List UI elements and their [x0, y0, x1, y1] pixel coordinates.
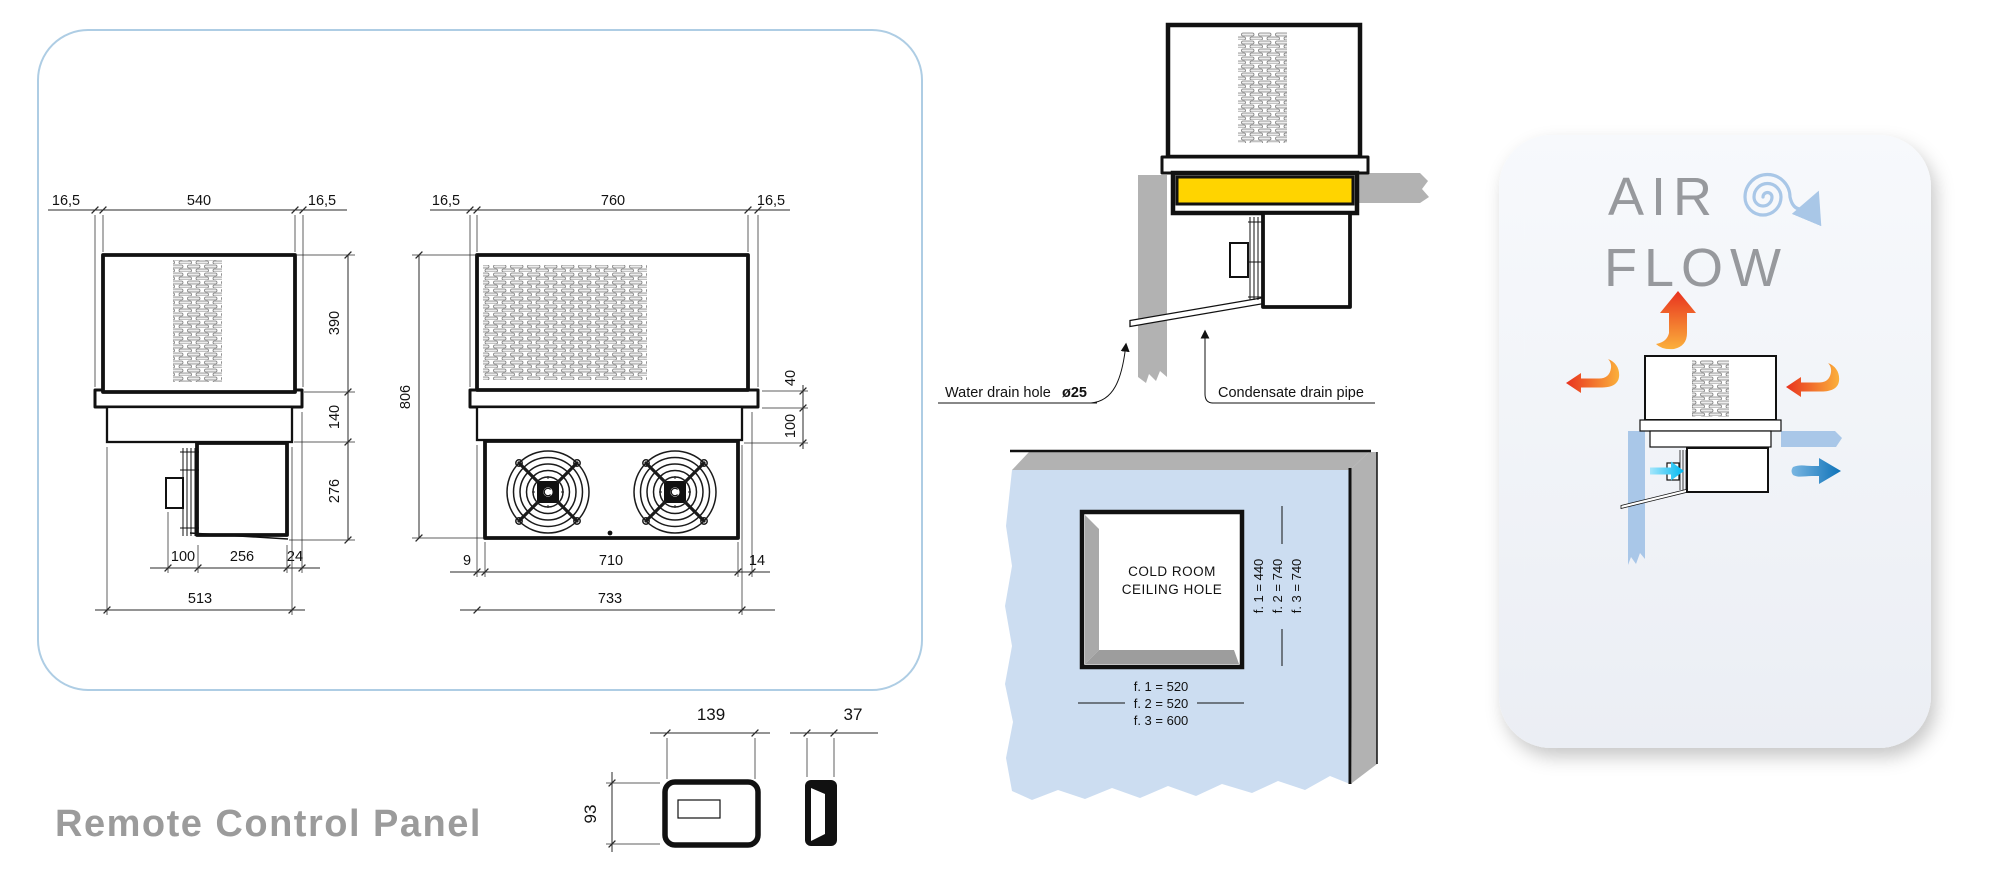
- warm-air-left-arrow: [1566, 359, 1620, 393]
- hole-side-dimensions: f. 1 = 440 f. 2 = 740 f. 3 = 740: [1251, 506, 1304, 666]
- dim-width-top: 540: [187, 193, 211, 209]
- front-view-dimensions: 16,5 760 16,5 806 40 100 9 710 14: [398, 193, 808, 615]
- water-drain-label: Water drain hole: [945, 385, 1051, 401]
- vent-fins: [1238, 32, 1287, 143]
- unit-front-view: 16,5 760 16,5 806 40 100 9 710 14: [398, 193, 808, 615]
- cold-room-wall: [1138, 175, 1167, 383]
- evaporator-housing: [1686, 447, 1769, 493]
- drip-edge: [189, 532, 289, 540]
- dim-bottom-total: 513: [188, 591, 212, 607]
- fan-motor-box: [165, 477, 184, 509]
- dim-collar-height: 100: [783, 414, 799, 438]
- bottom-dim-1: f. 1 = 520: [1134, 679, 1189, 694]
- hole-bottom-dimensions: f. 1 = 520 f. 2 = 520 f. 3 = 600: [1078, 679, 1244, 728]
- collar: [1649, 430, 1772, 448]
- warm-air-up-arrow: [1656, 291, 1696, 350]
- drain-dot: [607, 530, 613, 536]
- dim-bottom-total: 733: [598, 591, 622, 607]
- flange: [1160, 155, 1370, 175]
- hole-bottom-bevel: [1085, 650, 1239, 664]
- water-drain-leader: [1090, 342, 1130, 404]
- vent-fins: [483, 265, 647, 380]
- remote-side-view: [805, 780, 837, 846]
- dim-height-total: 806: [398, 385, 414, 409]
- warm-air-intake-arrow: [1786, 363, 1840, 397]
- evaporator-housing: [195, 441, 289, 537]
- ceiling-band: [1781, 431, 1842, 447]
- vent-fins: [173, 260, 222, 382]
- remote-dimensions: 139 37 93: [581, 705, 878, 852]
- collar: [475, 405, 744, 442]
- panel-top-bevel: [1012, 452, 1369, 470]
- bottom-dim-2: f. 2 = 520: [1134, 696, 1189, 711]
- collar: [105, 405, 294, 444]
- water-drain-diameter: ø25: [1062, 385, 1087, 401]
- fan-housing: [483, 439, 740, 540]
- remote-front-view: [662, 779, 761, 848]
- dim-bottom-b: 710: [599, 553, 623, 569]
- hole-title-line1: COLD ROOM: [1128, 564, 1216, 579]
- dim-margin-right: 16,5: [757, 193, 785, 209]
- airflow-title-word2: FLOW: [1604, 238, 1788, 298]
- dim-height-upper: 390: [327, 311, 343, 335]
- fan-motor-box: [1229, 242, 1249, 278]
- dim-bottom-a: 9: [463, 553, 471, 569]
- flange: [468, 388, 760, 409]
- installation-callouts: Water drain hole ø25 Condensate drain pi…: [938, 329, 1375, 404]
- side-dim-1: f. 1 = 440: [1251, 559, 1266, 614]
- airflow-panel: AIR FLOW: [1499, 135, 1931, 748]
- cold-air-in-arrow: [1650, 461, 1684, 481]
- dim-bottom-c: 24: [287, 549, 303, 565]
- hole-title-line2: CEILING HOLE: [1122, 582, 1223, 597]
- evaporator-housing: [1261, 211, 1352, 309]
- dimension-panel: 16,5 540 16,5 390 140 276 100 256 24: [37, 29, 923, 691]
- swirl-icon: [1743, 172, 1822, 227]
- coil-plate: [180, 448, 199, 536]
- side-view-dimensions: 16,5 540 16,5 390 140 276 100 256 24: [48, 193, 355, 615]
- remote-display: [677, 799, 721, 819]
- dim-bottom-a: 100: [171, 549, 195, 565]
- airflow-title-word1: AIR: [1608, 167, 1719, 227]
- side-dim-3: f. 3 = 740: [1289, 559, 1304, 614]
- remote-control-section: Remote Control Panel 139 37 93: [55, 705, 878, 852]
- coil-plate: [1248, 217, 1264, 300]
- unit-side-view: 16,5 540 16,5 390 140 276 100 256 24: [48, 193, 355, 615]
- fan-grille-right: [632, 449, 718, 535]
- installation-section-view: Water drain hole ø25 Condensate drain pi…: [938, 22, 1429, 404]
- remote-title: Remote Control Panel: [55, 803, 482, 845]
- dim-height-lower: 276: [327, 479, 343, 503]
- gasket-band: [1175, 175, 1355, 206]
- dim-margin-right: 16,5: [308, 193, 336, 209]
- dim-margin-left: 16,5: [432, 193, 460, 209]
- dim-remote-width: 139: [697, 705, 725, 724]
- vent-fins: [1692, 360, 1729, 417]
- hole-left-bevel: [1085, 515, 1099, 664]
- remote-side-bevel: [811, 788, 825, 841]
- cold-air-out-arrow: [1791, 458, 1841, 484]
- ceiling-hole-view: COLD ROOM CEILING HOLE f. 1 = 440 f. 2 =…: [1005, 449, 1378, 800]
- dim-bottom-b: 256: [230, 549, 254, 565]
- fan-grille-left: [505, 449, 591, 535]
- ceiling-hole: [1079, 509, 1245, 670]
- dim-flange-height: 40: [783, 370, 799, 386]
- dim-margin-left: 16,5: [52, 193, 80, 209]
- dim-height-mid: 140: [327, 405, 343, 429]
- condensate-label: Condensate drain pipe: [1218, 385, 1364, 401]
- dim-width-top: 760: [601, 193, 625, 209]
- cold-room-ceiling: [1357, 173, 1429, 203]
- side-dim-2: f. 2 = 740: [1270, 559, 1285, 614]
- dim-remote-height: 93: [581, 805, 600, 824]
- condensate-leader: [1200, 329, 1214, 404]
- wall-band: [1628, 431, 1645, 565]
- panel-right-bevel: [1350, 452, 1377, 783]
- bottom-dim-3: f. 3 = 600: [1134, 713, 1189, 728]
- dim-bottom-c: 14: [749, 553, 765, 569]
- dim-remote-depth: 37: [844, 705, 863, 724]
- flange: [1639, 419, 1782, 432]
